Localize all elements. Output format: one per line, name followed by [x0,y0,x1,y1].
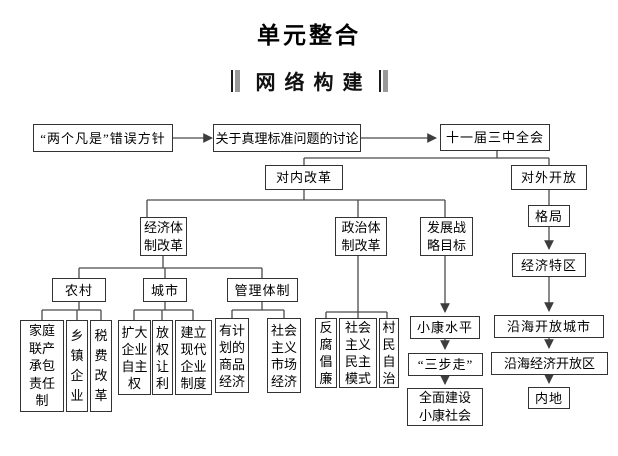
node-urban: 城市 [143,278,187,302]
node-dev-strategy: 发展战略目标 [420,217,473,256]
node-township-enterprise: 乡镇企业 [66,320,88,412]
node-modern-enterprise: 建立现代企业制度 [175,320,212,395]
node-inland: 内地 [528,387,570,409]
node-sez: 经济特区 [512,253,586,277]
node-economic-system: 经济体制改革 [140,217,187,256]
node-anti-corruption: 反腐倡廉 [315,318,337,388]
node-democracy-model: 社会主义民主模式 [339,318,377,388]
node-well-off-level: 小康水平 [410,316,480,339]
node-tax-reform: 税费改革 [90,320,112,412]
node-coastal-cities: 沿海开放城市 [494,315,604,338]
page-title: 单元整合 [257,23,361,48]
node-management: 管理体制 [227,278,298,302]
node-two-whatevers: “两个凡是”错误方针 [33,124,173,152]
node-political-system: 政治体制改革 [335,217,387,256]
node-build-well-off: 全面建设小康社会 [407,388,483,426]
node-third-plenary: 十一届三中全会 [440,124,550,151]
double-bar-left-icon [230,69,240,92]
node-planned-commodity: 有计划的商品经济 [215,318,249,393]
node-market-economy: 社会主义市场经济 [267,318,301,393]
node-household-responsibility: 家庭联产承包责任制 [20,320,64,412]
section-banner: 网络构建 [0,66,618,95]
node-decentralize-profit: 放权让利 [152,320,173,395]
node-village-autonomy: 村民自治 [379,318,399,388]
node-opening-up: 对外开放 [511,165,587,190]
node-truth-discussion: 关于真理标准问题的讨论 [213,124,361,152]
node-internal-reform: 对内改革 [265,165,343,190]
section-banner-label: 网络构建 [255,72,372,94]
node-pattern: 格局 [528,205,570,227]
node-rural: 农村 [52,278,106,302]
node-three-steps: “三步走” [408,353,483,376]
node-coastal-zones: 沿海经济开放区 [491,352,608,375]
node-enterprise-autonomy: 扩大企业自主权 [118,320,151,395]
double-bar-right-icon [378,69,388,92]
